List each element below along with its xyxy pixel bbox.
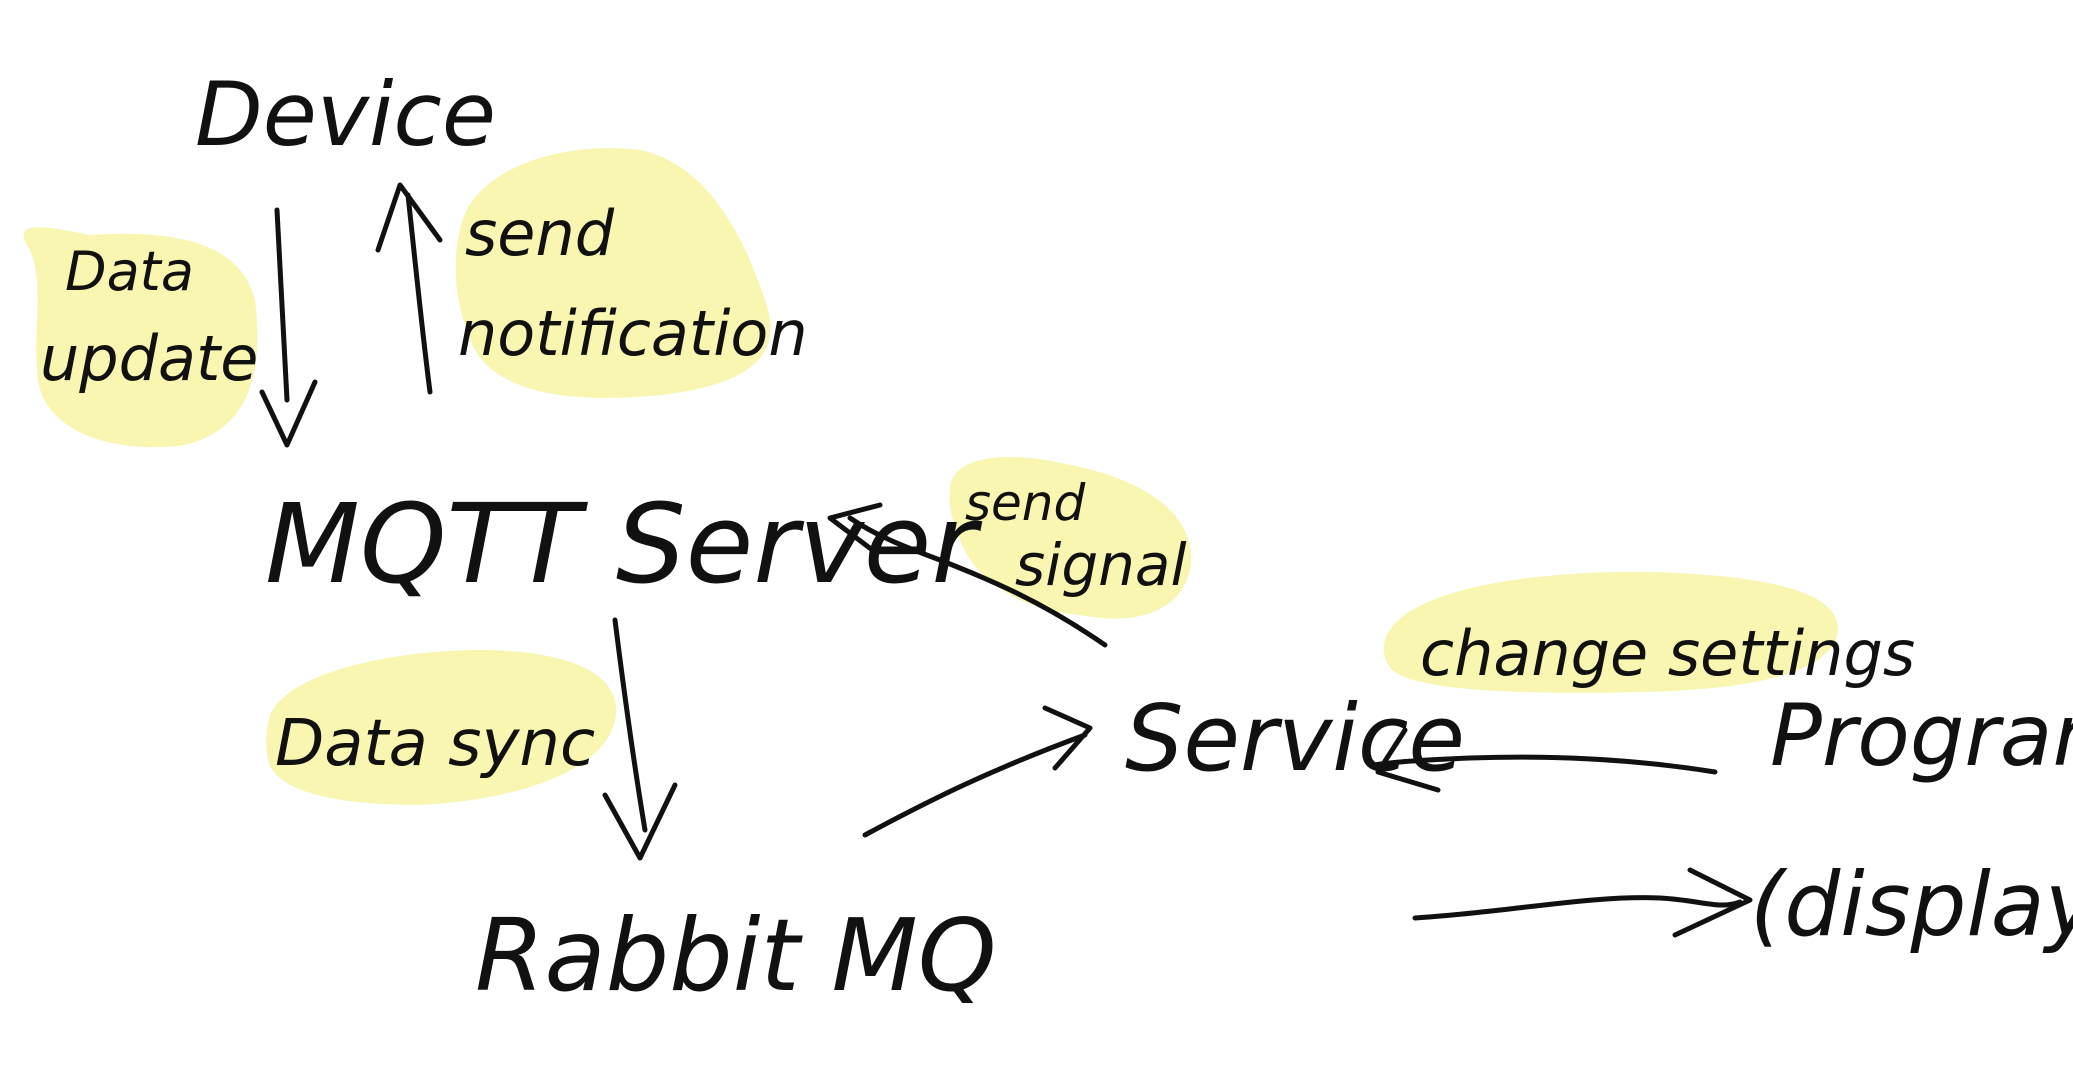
arrowhead-device-to-mqtt <box>259 379 318 448</box>
highlight-send-signal <box>949 457 1192 619</box>
edge-mqtt-to-device <box>405 192 433 395</box>
edge-service-to-mqtt <box>847 515 1108 648</box>
arrowhead-mqtt-to-device <box>375 182 443 253</box>
node-service: Service <box>1125 685 1465 792</box>
label-data-sync: Data sync <box>275 707 595 781</box>
arrowhead-service-to-mqtt <box>827 502 883 555</box>
label-data-update-line2: update <box>40 322 258 395</box>
edge-program-to-service <box>1372 754 1718 775</box>
edge-device-to-mqtt <box>274 207 290 403</box>
label-data-update-line1: Data <box>65 240 194 303</box>
edge-service-to-display <box>1412 895 1743 921</box>
highlight-send-notification <box>455 148 771 398</box>
edge-labels-layer: Data update send notification send signa… <box>40 197 1915 781</box>
node-program: Program <box>1770 686 2073 786</box>
edge-mqtt-to-rabbitmq <box>612 617 648 833</box>
highlight-layer <box>23 148 1839 805</box>
highlight-change-settings <box>1383 571 1839 693</box>
edges-layer <box>259 182 1753 938</box>
arrowhead-service-to-display <box>1672 867 1753 938</box>
label-send-signal-line2: signal <box>1015 531 1187 599</box>
edge-rabbitmq-to-service <box>862 732 1088 838</box>
node-rabbitmq: Rabbit MQ <box>475 897 996 1014</box>
arrowhead-rabbitmq-to-service <box>1042 705 1093 771</box>
node-mqtt-server: MQTT Server <box>265 480 982 608</box>
label-send-notification-line1: send <box>465 197 615 270</box>
node-display: (display) <box>1750 853 2073 956</box>
highlight-data-update <box>23 227 258 448</box>
arrowhead-program-to-service <box>1375 727 1441 793</box>
nodes-layer: Device MQTT Server Rabbit MQ Service Pro… <box>195 63 2073 1014</box>
label-change-settings: change settings <box>1420 617 1915 690</box>
highlight-data-sync <box>266 650 617 805</box>
label-send-notification-line2: notification <box>458 297 808 370</box>
label-send-signal-line1: send <box>965 474 1086 532</box>
node-device: Device <box>195 63 496 166</box>
arrowhead-mqtt-to-rabbitmq <box>602 782 678 861</box>
